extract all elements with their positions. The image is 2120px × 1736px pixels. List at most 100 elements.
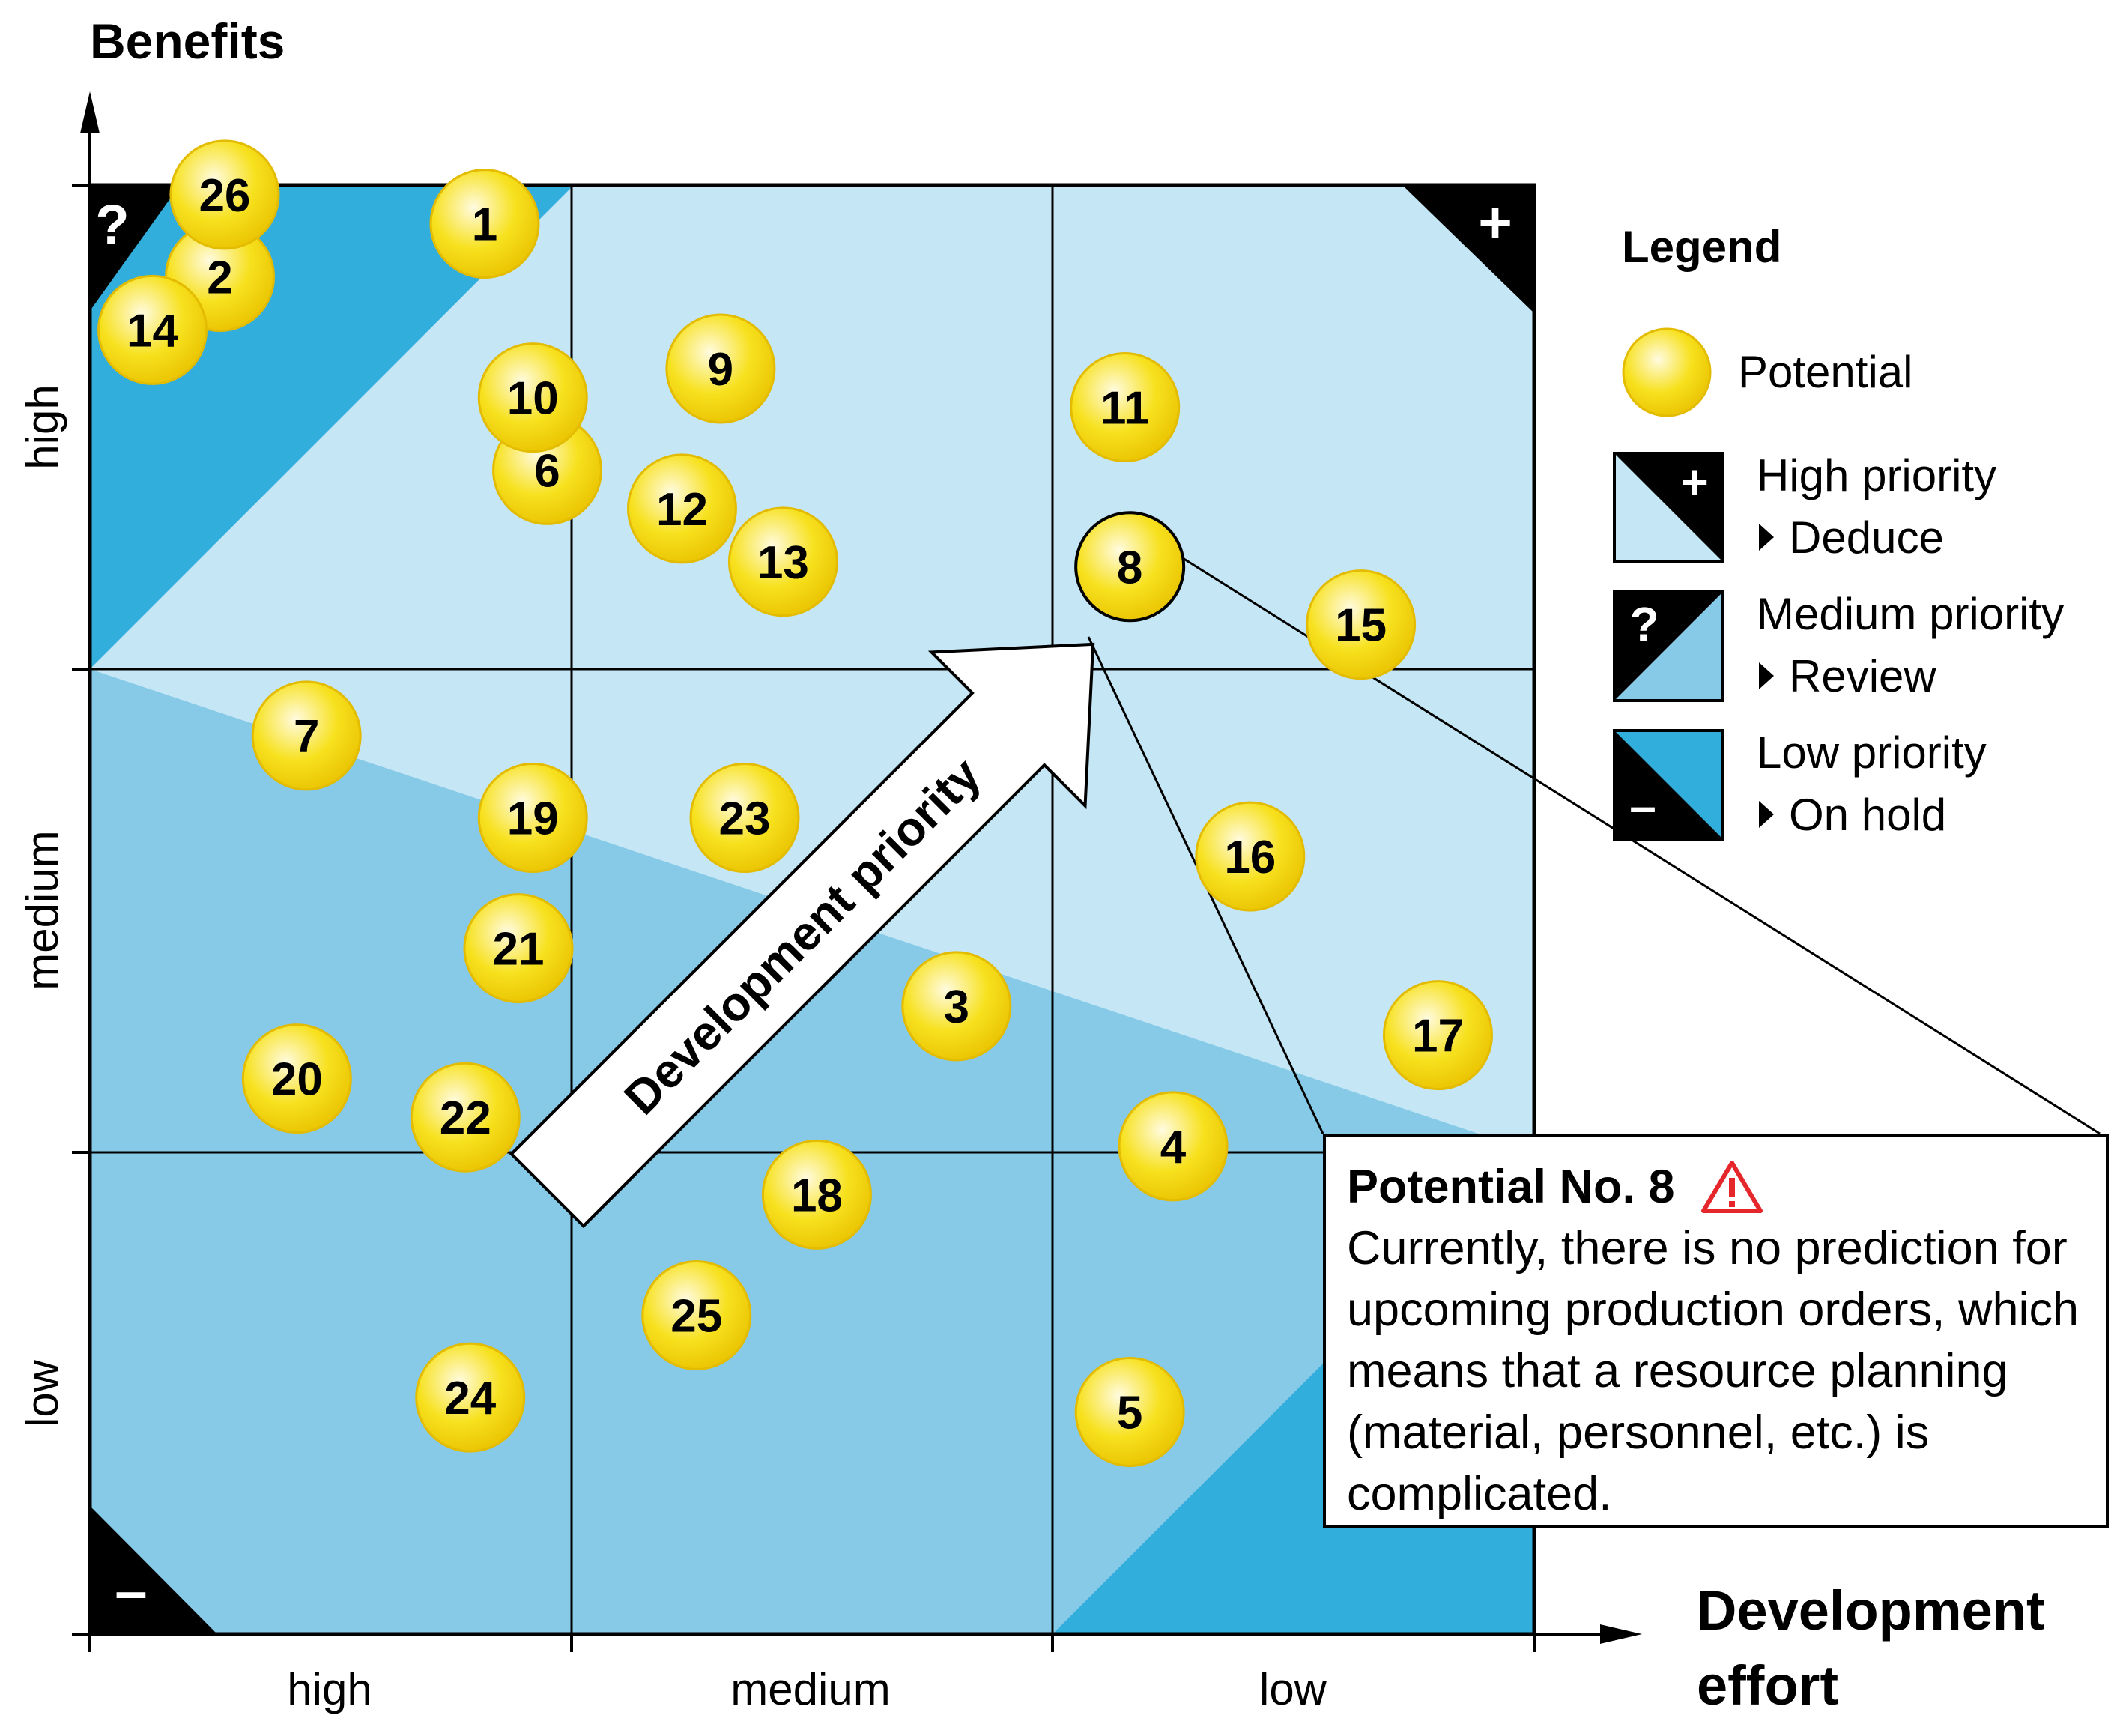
legend-item-name: High priority [1757, 450, 1996, 500]
legend-item-name: Medium priority [1757, 589, 2064, 639]
legend-swatch-corner [1614, 592, 1723, 701]
potential-5[interactable]: 5 [1074, 1356, 1185, 1467]
potential-circle [241, 1023, 352, 1134]
low-corner-mark: – [115, 1558, 147, 1624]
potential-circle [641, 1260, 752, 1371]
x-tick-low: low [1259, 1664, 1327, 1714]
potential-circle [463, 893, 574, 1004]
legend: Legend Potential +High priorityDeduce?Me… [1613, 222, 2064, 841]
potential-circle [1382, 980, 1493, 1091]
high-corner-mark: + [1478, 189, 1512, 255]
potential-number: 15 [1335, 600, 1387, 652]
potential-circle [169, 139, 280, 250]
potential-11[interactable]: 11 [1070, 352, 1181, 463]
x-tick-medium: medium [730, 1664, 890, 1714]
potential-number: 18 [791, 1170, 843, 1221]
potential-19[interactable]: 19 [477, 763, 588, 874]
y-tick-high: high [17, 384, 67, 469]
potential-circle [761, 1139, 872, 1250]
potential-1[interactable]: 1 [429, 169, 540, 279]
potential-circle [1070, 352, 1181, 463]
potential-number: 21 [492, 924, 544, 976]
medium-corner-mark: ? [95, 193, 129, 255]
potential-number: 2 [207, 252, 232, 303]
potential-22[interactable]: 22 [410, 1062, 521, 1173]
x-axis-title-line1: Development [1697, 1579, 2045, 1642]
potential-circle [1074, 511, 1186, 623]
legend-item-action: Deduce [1789, 512, 1944, 563]
potential-26[interactable]: 26 [169, 139, 280, 250]
potential-13[interactable]: 13 [727, 506, 838, 617]
potential-callout: Potential No. 8 Currently, there is no p… [1323, 1134, 2109, 1528]
potential-number: 24 [444, 1373, 496, 1424]
potential-number: 8 [1117, 542, 1142, 593]
potential-17[interactable]: 17 [1382, 980, 1493, 1091]
potential-circle [901, 951, 1012, 1062]
potential-circle [1306, 569, 1417, 680]
potential-14[interactable]: 14 [97, 274, 208, 385]
potential-23[interactable]: 23 [689, 763, 800, 874]
medium-corner-triangle [90, 185, 180, 311]
high-corner-triangle [1402, 185, 1534, 313]
potential-number: 23 [719, 793, 771, 845]
potential-7[interactable]: 7 [251, 680, 362, 791]
potential-number: 3 [944, 982, 969, 1033]
potential-16[interactable]: 16 [1195, 801, 1306, 912]
low-corner-triangle [90, 1506, 217, 1634]
potential-circle [1118, 1091, 1229, 1202]
potential-circle [415, 1342, 526, 1453]
potential-number: 7 [294, 711, 319, 763]
potential-number: 26 [199, 170, 250, 222]
potential-25[interactable]: 25 [641, 1260, 752, 1371]
potential-number: 10 [507, 373, 559, 425]
potential-circle [727, 506, 838, 617]
potential-number: 16 [1224, 832, 1276, 883]
potential-circle [251, 680, 362, 791]
y-tick-medium: medium [17, 830, 67, 990]
legend-potential: Potential [1622, 327, 1913, 417]
potential-number: 20 [271, 1054, 323, 1106]
potential-number: 12 [656, 484, 708, 536]
legend-potential-label: Potential [1738, 347, 1913, 397]
potential-21[interactable]: 21 [463, 893, 574, 1004]
x-axis-arrowhead [1600, 1624, 1642, 1644]
potential-circle [626, 453, 737, 564]
potential-18[interactable]: 18 [761, 1139, 872, 1250]
potential-8[interactable]: 8 [1074, 511, 1186, 623]
callout-title-row: Potential No. 8 [1347, 1156, 2085, 1218]
potential-20[interactable]: 20 [241, 1023, 352, 1134]
potential-circle [477, 342, 588, 453]
potential-number: 9 [708, 344, 733, 396]
corner-marks: ? + – [90, 185, 1534, 1634]
caret-right-icon [1759, 801, 1774, 828]
potential-circle [689, 763, 800, 874]
potential-number: 13 [757, 537, 809, 589]
callout-text: Currently, there is no prediction for up… [1347, 1222, 2080, 1520]
y-axis-title: Benefits [90, 13, 285, 69]
caret-right-icon [1759, 662, 1774, 689]
potential-number: 17 [1412, 1011, 1464, 1062]
x-tick-high: high [287, 1664, 372, 1714]
potential-number: 22 [440, 1092, 491, 1144]
legend-item-action: Review [1789, 651, 1936, 701]
potential-3[interactable]: 3 [901, 951, 1012, 1062]
potential-circle [1195, 801, 1306, 912]
potential-24[interactable]: 24 [415, 1342, 526, 1453]
potential-15[interactable]: 15 [1306, 569, 1417, 680]
potential-number: 14 [127, 305, 178, 357]
potential-circle [97, 274, 208, 385]
potential-number: 19 [507, 793, 559, 845]
legend-swatch-corner [1614, 453, 1723, 562]
potential-number: 1 [472, 199, 497, 251]
potential-10[interactable]: 10 [477, 342, 588, 453]
potential-12[interactable]: 12 [626, 453, 737, 564]
y-tick-low: low [17, 1359, 67, 1427]
potential-circle [665, 313, 776, 424]
potential-4[interactable]: 4 [1118, 1091, 1229, 1202]
potential-9[interactable]: 9 [665, 313, 776, 424]
legend-potential-symbol [1622, 327, 1712, 417]
